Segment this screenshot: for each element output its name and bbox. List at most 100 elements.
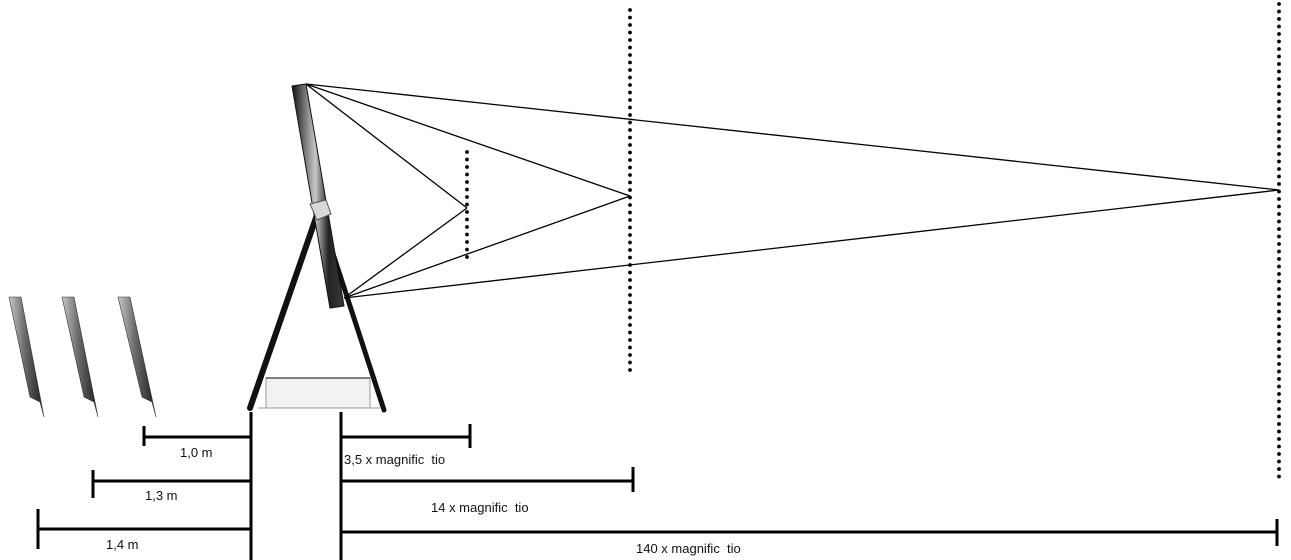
plane-dot — [1277, 212, 1281, 216]
stake-1 — [8, 296, 45, 418]
plane-dot — [1277, 377, 1281, 381]
plane-dot — [628, 53, 632, 57]
distance-label-2: 1,3 m — [145, 488, 178, 503]
plane-dot — [1277, 242, 1281, 246]
plane-dot — [628, 285, 632, 290]
plane-dot — [1277, 77, 1281, 81]
plane-dot — [628, 203, 632, 207]
plane-dot — [628, 128, 632, 132]
plane-dot — [1277, 474, 1281, 479]
plane-dot — [628, 255, 632, 260]
distance-bar-3 — [36, 509, 251, 549]
plane-dot — [628, 30, 632, 35]
plane-dot — [628, 105, 632, 110]
plane-dot — [628, 180, 632, 185]
plane-dot — [628, 338, 632, 342]
plane-dot — [1277, 159, 1281, 164]
plane-dot — [1277, 167, 1281, 171]
plane-dot — [465, 232, 469, 237]
plane-dot — [1277, 467, 1281, 471]
distance-label-1: 1,0 m — [180, 445, 213, 460]
plane-dot — [628, 240, 632, 245]
plane-dot — [1277, 414, 1281, 419]
plane-dot — [628, 263, 632, 267]
plane-dot — [628, 293, 632, 297]
plane-dot — [628, 218, 632, 222]
plane-dot — [628, 113, 632, 117]
plane-dot — [1277, 407, 1281, 411]
plane-dot — [1277, 174, 1281, 179]
plane-dot — [465, 247, 469, 252]
plane-dot — [1277, 54, 1281, 59]
plane-dot — [628, 173, 632, 177]
plane-dot — [1277, 362, 1281, 366]
plane-dot — [1277, 347, 1281, 351]
plane-dot — [628, 38, 632, 42]
plane-dot — [1277, 272, 1281, 276]
plane-dot — [1277, 324, 1281, 329]
plane-dot — [1277, 17, 1281, 21]
plane-dot — [1277, 392, 1281, 396]
plane-dot — [1277, 189, 1281, 194]
plane-dot — [1277, 309, 1281, 314]
magnification-label-1: 3,5 x magnific tio — [344, 452, 446, 467]
stake-3 — [117, 296, 157, 418]
plane-dot — [1277, 227, 1281, 231]
plane-dot — [628, 225, 632, 230]
magnification-bar-1 — [341, 424, 472, 448]
plane-dot — [628, 75, 632, 80]
dotted-plane-far — [1277, 2, 1281, 479]
plane-dot — [1277, 287, 1281, 291]
plane-dot — [1277, 429, 1281, 434]
plane-dot — [465, 210, 469, 214]
plane-dot — [1277, 62, 1281, 66]
plane-dot — [465, 172, 469, 177]
plane-dot — [1277, 197, 1281, 201]
magnification-label-2: 14 x magnific tio — [431, 500, 529, 515]
plane-dot — [1277, 204, 1281, 209]
plane-dot — [628, 83, 632, 87]
plane-dot — [628, 368, 632, 372]
plane-dot — [628, 195, 632, 200]
plane-dot — [628, 143, 632, 147]
plane-dot — [1277, 152, 1281, 156]
magnification-bar-2 — [341, 467, 635, 492]
plane-dot — [465, 150, 469, 154]
plane-dot — [1277, 384, 1281, 389]
plane-dot — [1277, 332, 1281, 336]
reference-posts — [249, 412, 343, 560]
plane-dot — [1277, 279, 1281, 284]
plane-dot — [1277, 84, 1281, 89]
plane-dot — [465, 165, 469, 169]
plane-dot — [1277, 234, 1281, 239]
stake-2 — [61, 296, 99, 418]
plane-dot — [628, 68, 632, 72]
plane-dot — [628, 15, 632, 20]
plane-dot — [1277, 354, 1281, 359]
plane-dot — [465, 195, 469, 199]
plane-dot — [1277, 339, 1281, 344]
plane-dot — [1277, 137, 1281, 141]
plane-dot — [628, 278, 632, 282]
plane-dot — [1277, 257, 1281, 261]
plane-dot — [465, 217, 469, 222]
plane-dot — [1277, 294, 1281, 299]
plane-dot — [628, 23, 632, 27]
plane-dot — [628, 300, 632, 305]
plane-dot — [465, 187, 469, 192]
plane-dot — [1277, 92, 1281, 96]
plane-dot — [628, 210, 632, 215]
plane-dot — [465, 202, 469, 207]
plane-dot — [1277, 9, 1281, 14]
distance-label-3: 1,4 m — [106, 537, 139, 552]
plane-dot — [628, 353, 632, 357]
ray-lines — [305, 83, 1280, 299]
plane-dot — [628, 135, 632, 140]
plane-dot — [1277, 69, 1281, 74]
plane-dot — [1277, 444, 1281, 449]
plane-dot — [1277, 317, 1281, 321]
plane-dot — [628, 8, 632, 12]
plane-dot — [1277, 399, 1281, 404]
plane-dot — [628, 233, 632, 237]
plane-dot — [628, 270, 632, 275]
